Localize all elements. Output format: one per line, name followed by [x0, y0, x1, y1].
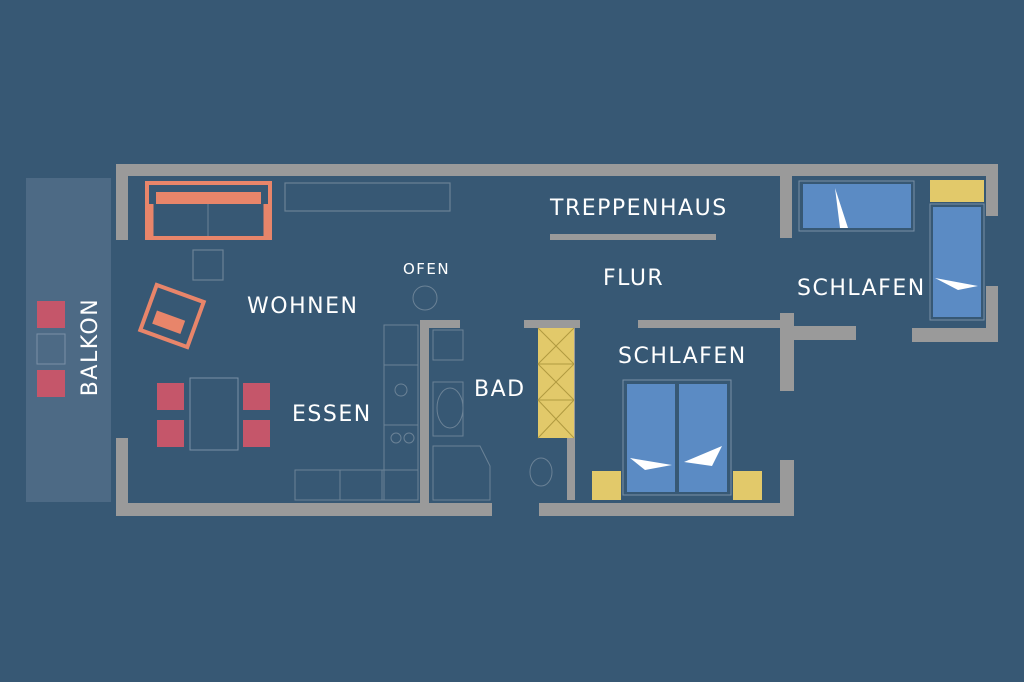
- dining-chair: [243, 420, 270, 447]
- nightstand: [592, 471, 621, 500]
- side-table: [192, 249, 224, 281]
- balcony-table: [36, 333, 66, 365]
- double-bed: [622, 379, 732, 496]
- room-label-treppenhaus: TREPPENHAUS: [550, 196, 728, 221]
- balcony-chair: [37, 301, 65, 328]
- room-label-schlafen-small: SCHLAFEN: [797, 276, 926, 301]
- room-label-schlafen-main: SCHLAFEN: [618, 344, 747, 369]
- stair-line: [550, 234, 716, 240]
- sofa: [145, 181, 272, 240]
- kitchen-counter: [294, 324, 419, 501]
- dining-chair: [157, 383, 184, 410]
- balcony-chair: [37, 370, 65, 397]
- walls: [116, 164, 998, 516]
- room-label-wohnen: WOHNEN: [247, 294, 359, 319]
- dining-chair: [243, 383, 270, 410]
- room-label-balkon: BALKON: [78, 297, 104, 397]
- bath-fixtures: [432, 329, 553, 501]
- sideboard: [284, 182, 451, 212]
- stove-icon: [412, 285, 438, 311]
- room-label-essen: ESSEN: [292, 402, 372, 427]
- room-label-ofen: OFEN: [403, 260, 451, 278]
- wardrobe: [538, 328, 574, 438]
- dining-chair: [157, 420, 184, 447]
- single-bed: [798, 180, 915, 232]
- room-label-bad: BAD: [474, 377, 526, 402]
- balcony-area: [26, 178, 111, 502]
- nightstand: [930, 180, 984, 202]
- armchair: [137, 282, 207, 350]
- single-bed: [929, 203, 985, 321]
- nightstand: [733, 471, 762, 500]
- dining-table: [189, 377, 239, 451]
- room-label-flur: FLUR: [603, 266, 665, 291]
